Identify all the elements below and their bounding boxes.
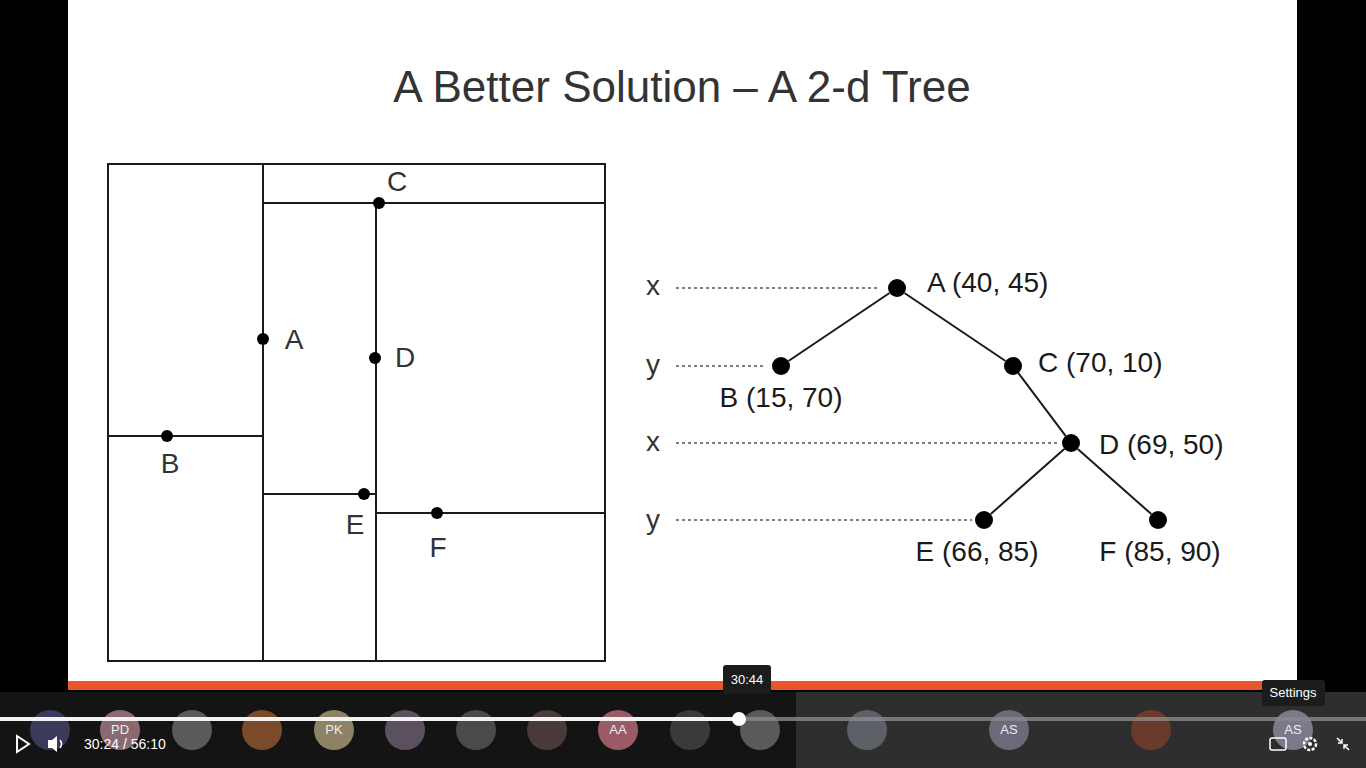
slide-accent-bar [68,681,1297,690]
avatar [242,710,282,750]
slide-title: A Better Solution – A 2-d Tree [393,62,970,113]
avatar-initials: PD [111,723,129,738]
settings-tooltip [1262,680,1325,706]
volume-icon [60,740,62,748]
tree-node: E (66, 85) [975,511,993,529]
node-label: A (40, 45) [927,267,1048,299]
tree-edge [788,293,889,361]
tooltip-text: Settings [1270,686,1317,701]
axis-label: y [646,504,660,536]
point-letter: D [395,342,415,374]
volume-icon [48,736,57,752]
time-tooltip [723,665,771,694]
avatar [670,710,710,750]
tooltip-text: 30:44 [731,673,764,688]
minimize-icon [1337,738,1349,750]
point-letter: F [429,532,446,564]
guide-line [676,365,765,367]
guide-line [676,442,1058,444]
tree-node: C (70, 10) [1004,357,1022,375]
avatar [314,710,354,750]
progress-track [0,717,1366,721]
point-letter: B [161,448,180,480]
avatar-initials: AS [1284,723,1301,738]
split-line [263,202,605,204]
point-letter: A [285,324,304,356]
tree-node: F (85, 90) [1149,511,1167,529]
play-icon [17,736,29,752]
split-line [108,435,263,437]
node-label: E (66, 85) [916,536,1039,568]
point-dot [369,352,381,364]
axis-label: x [646,426,660,458]
axis-label: y [646,349,660,381]
point-dot [373,197,385,209]
slide-background [68,0,1297,682]
point-dot [257,333,269,345]
point-letter: C [387,166,407,198]
point-dot [161,430,173,442]
avatar [847,710,887,750]
avatar [989,710,1029,750]
point-letter: E [346,509,365,541]
node-label: D (69, 50) [1099,429,1224,461]
avatar [598,710,638,750]
split-line [376,512,605,514]
tree-edge [1018,373,1065,436]
guide-line [676,519,972,521]
progress-played [0,717,739,721]
avatar [740,710,780,750]
time-display: 30:24 / 56:10 [84,736,166,752]
tree-edge [904,293,1005,361]
split-line [375,203,377,661]
settings-icon [1304,738,1316,750]
avatar [527,710,567,750]
captions-icon [1270,738,1286,750]
settings-icon [1308,742,1312,746]
point-dot [431,507,443,519]
tree-node: B (15, 70) [772,357,790,375]
tree-node: A (40, 45) [888,279,906,297]
avatar [385,710,425,750]
avatar-initials: AA [609,723,626,738]
guide-line [676,287,880,289]
avatar-initials: AS [1000,723,1017,738]
level-guides [676,288,1058,520]
axis-label: x [646,270,660,302]
participant-strip [0,692,1366,768]
avatar-initials: PK [325,723,342,738]
avatar [1273,710,1313,750]
avatar [1131,710,1171,750]
node-label: B (15, 70) [720,382,843,414]
avatar [172,710,212,750]
node-label: F (85, 90) [1099,536,1220,568]
participant-avatars [30,710,1313,750]
avatar [456,710,496,750]
split-line [262,164,264,661]
partition-lines [108,164,605,661]
space-border [108,164,605,661]
progress-thumb [732,712,746,726]
tree-node: D (69, 50) [1062,434,1080,452]
point-dots [161,197,443,519]
tree-edge [991,449,1065,514]
node-label: C (70, 10) [1038,347,1163,379]
point-dot [358,488,370,500]
